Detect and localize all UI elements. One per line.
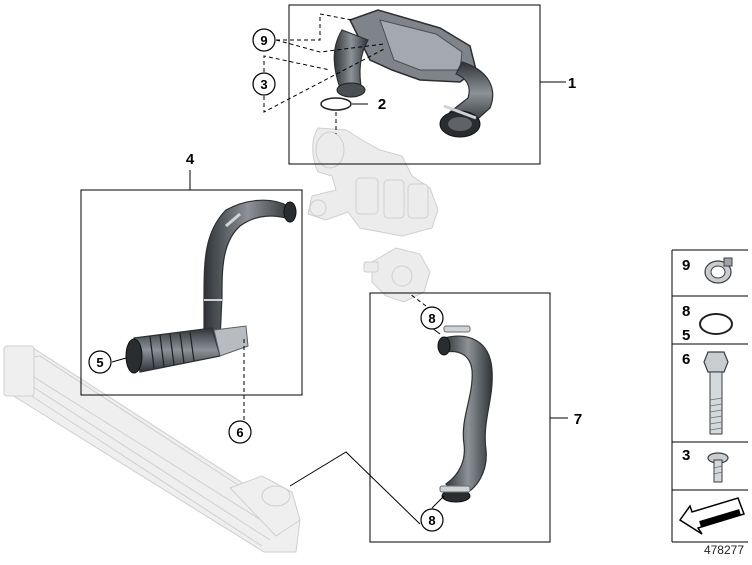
callout-3: 3: [252, 72, 276, 96]
svg-text:6: 6: [236, 425, 243, 440]
svg-text:5: 5: [96, 355, 103, 370]
svg-text:3: 3: [260, 77, 267, 92]
svg-text:8: 8: [428, 513, 435, 528]
callout-7: 7: [574, 411, 582, 428]
hex-bolt-icon: [703, 351, 729, 435]
legend-item-8-5: 8 5: [682, 303, 733, 344]
legend-item-3: 3: [682, 447, 729, 483]
legend-panel: [671, 249, 748, 543]
callout-4: 4: [186, 151, 195, 168]
screw-icon: [707, 452, 729, 483]
hose-clamp-icon: [704, 257, 733, 284]
callout-9: 9: [252, 28, 276, 52]
callout-1: 1: [568, 75, 576, 92]
direction-arrow-icon: [678, 497, 745, 535]
charge-air-pipe: [125, 199, 297, 374]
svg-text:6: 6: [682, 351, 690, 368]
svg-text:9: 9: [682, 257, 690, 274]
o-ring-icon: [699, 313, 733, 335]
callout-8-upper: 8: [420, 306, 444, 330]
group-frame-4: [80, 189, 303, 396]
callout-5: 5: [88, 350, 112, 374]
svg-text:9: 9: [260, 33, 267, 48]
callout-6: 6: [228, 420, 252, 444]
leader-lines-1: [263, 13, 566, 134]
svg-text:5: 5: [682, 327, 690, 344]
turbocharger-ghost: [307, 127, 439, 237]
legend-item-9: 9: [682, 257, 733, 284]
group-frame-1: [288, 4, 541, 165]
leader-lines-7: [289, 293, 445, 525]
leader-lines-4: [111, 336, 245, 420]
svg-text:8: 8: [682, 303, 690, 320]
callout-2: 2: [378, 96, 386, 113]
diagram-id: 478277: [704, 543, 744, 557]
svg-text:3: 3: [682, 447, 690, 464]
callout-8-lower: 8: [420, 508, 444, 532]
seal-ring-2: [320, 97, 352, 111]
throttle-hose: [437, 325, 493, 503]
legend-item-6: 6: [682, 351, 729, 435]
svg-text:8: 8: [428, 311, 435, 326]
air-intake-boot: [333, 9, 494, 138]
throttle-body-ghost: [363, 247, 431, 303]
intercooler-ghost: [3, 345, 301, 553]
